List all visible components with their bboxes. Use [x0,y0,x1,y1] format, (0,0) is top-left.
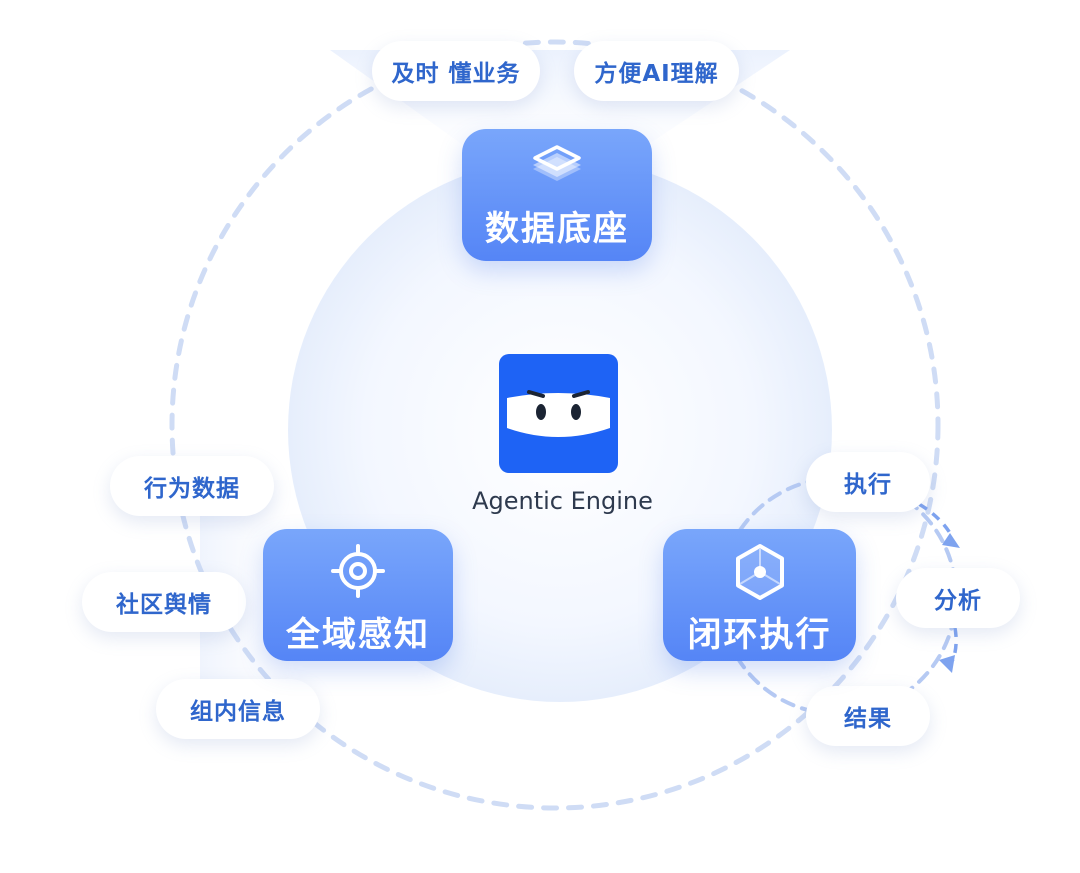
outer-dashed-ring [169,39,941,811]
card-title: 数据底座 [485,209,629,249]
tag-ai-friendly: 方便AI理解 [574,41,739,101]
card-title: 全域感知 [286,615,430,655]
hexagon-cube-icon [736,544,784,600]
tag-behavior-data: 行为数据 [110,456,274,516]
tag-analyze: 分析 [896,568,1020,628]
center-title: Agentic Engine [472,487,653,515]
card-data-foundation: 数据底座 [462,129,652,261]
tag-execute: 执行 [806,452,930,512]
loop-arrow-icon [942,533,960,548]
loop-arrow-icon [939,655,955,673]
loop-arrow-path-2 [951,627,958,661]
card-global-perception: 全域感知 [263,529,453,661]
card-title: 闭环执行 [687,615,832,655]
tag-timely-business: 及时 懂业务 [372,41,540,101]
card-closed-loop-execution: 闭环执行 [663,529,856,661]
tag-team-info: 组内信息 [156,679,320,739]
layers-icon [533,145,581,181]
target-crosshair-icon [331,544,385,598]
tag-community-sentiment: 社区舆情 [82,572,246,632]
ninja-mascot-icon [499,354,618,473]
tag-result: 结果 [806,686,930,746]
